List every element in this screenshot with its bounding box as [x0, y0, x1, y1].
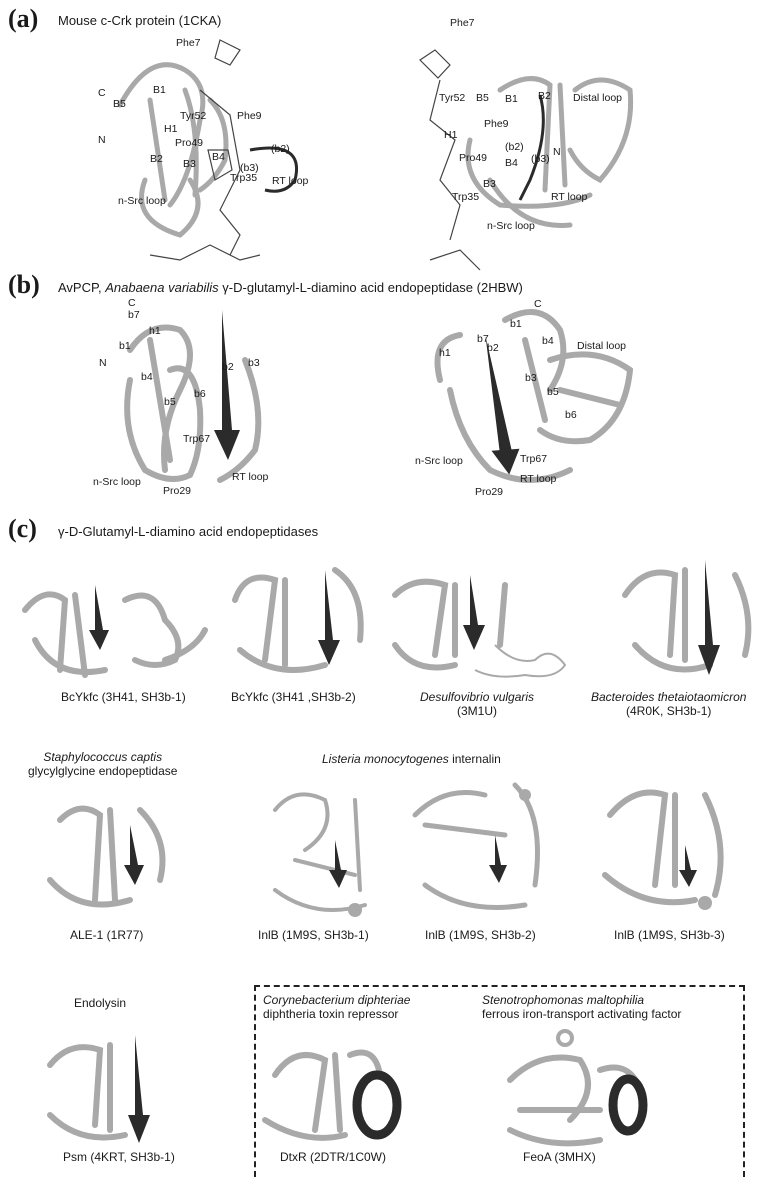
b-right-label-trp67: Trp67: [520, 453, 547, 465]
c-label-bcykfc-sh3b2: BcYkfc (3H41 ,SH3b-2): [231, 690, 356, 704]
a-left-label-trp35: Trp35: [230, 172, 257, 184]
b-left-label-rt-loop: RT loop: [232, 471, 268, 483]
c-structure-dtxr: [255, 1035, 415, 1145]
a-left-label-phe7: Phe7: [176, 37, 201, 49]
c-label-dtxr: DtxR (2DTR/1C0W): [280, 1150, 386, 1164]
b-left-label-nsrc-loop: n-Src loop: [93, 476, 141, 488]
b-left-label-trp67: Trp67: [183, 433, 210, 445]
c-heading-stenotrophomonas: Stenotrophomonas maltophiliaferrous iron…: [482, 993, 681, 1021]
b-right-label-b6: b6: [565, 409, 577, 421]
a-left-label-nsrc-loop: n-Src loop: [118, 195, 166, 207]
b-right-label-b2: b2: [487, 342, 499, 354]
a-left-label-b5: B5: [113, 98, 126, 110]
b-left-label-b3: b3: [248, 357, 260, 369]
panel-c-caption: γ-D-Glutamyl-L-diamino acid endopeptidas…: [58, 524, 318, 539]
b-right-label-b4: b4: [542, 335, 554, 347]
a-right-label-nsrc-loop: n-Src loop: [487, 220, 535, 232]
panel-a-caption: Mouse c-Crk protein (1CKA): [58, 13, 221, 28]
c-label-ale1: ALE-1 (1R77): [70, 928, 143, 942]
b-left-label-b1: b1: [119, 340, 131, 352]
a-right-label-rt-loop: RT loop: [551, 191, 587, 203]
c-structure-inlb-sh3b3: [595, 775, 735, 925]
c-label-desulfovibrio: Desulfovibrio vulgaris(3M1U): [420, 690, 534, 718]
c-label-bcykfc-sh3b1: BcYkfc (3H41, SH3b-1): [61, 690, 186, 704]
b-left-label-b7: b7: [128, 309, 140, 321]
c-structure-bacteroides: [615, 555, 765, 685]
b-left-label-b2: b2: [222, 361, 234, 373]
c-heading-endolysin: Endolysin: [74, 996, 126, 1010]
c-label-inlb-sh3b1: InlB (1M9S, SH3b-1): [258, 928, 369, 942]
c-structure-inlb-sh3b1: [265, 780, 395, 930]
b-right-label-rt-loop: RT loop: [520, 473, 556, 485]
b-right-label-nsrc-loop: n-Src loop: [415, 455, 463, 467]
a-right-label-pro49: Pro49: [459, 152, 487, 164]
b-left-label-c: C: [128, 297, 136, 309]
panel-b-letter: (b): [8, 270, 40, 300]
a-left-label-pro49: Pro49: [175, 137, 203, 149]
panel-a-right-structure: [400, 30, 640, 250]
c-structure-bcykfc-sh3b2: [225, 560, 375, 680]
c-structure-psm: [40, 1025, 190, 1145]
a-left-label-n: N: [98, 134, 106, 146]
panel-b-caption: AvPCP, Anabaena variabilis γ-D-glutamyl-…: [58, 280, 523, 295]
b-right-label-b1: b1: [510, 318, 522, 330]
c-label-feoa: FeoA (3MHX): [523, 1150, 596, 1164]
c-heading-corynebacterium: Corynebacterium diphteriaediphtheria tox…: [263, 993, 410, 1021]
a-left-label-rt-loop: RT loop: [272, 175, 308, 187]
a-right-label-h1: H1: [444, 129, 457, 141]
a-left-label-tyr52: Tyr52: [180, 110, 206, 122]
a-left-label-b1: B1: [153, 84, 166, 96]
c-heading-staphylococcus: Staphylococcus captisglycylglycine endop…: [28, 750, 177, 778]
b-right-label-h1: h1: [439, 347, 451, 359]
c-structure-ale1: [40, 790, 180, 920]
b-left-label-pro29: Pro29: [163, 485, 191, 497]
b-left-label-b5: b5: [164, 396, 176, 408]
a-right-label-distal-loop: Distal loop: [573, 92, 622, 104]
a-left-label-h1: H1: [164, 123, 177, 135]
a-right-label-phe7: Phe7: [450, 17, 475, 29]
a-right-label-trp35: Trp35: [452, 191, 479, 203]
a-left-label-phe9: Phe9: [237, 110, 262, 122]
b-right-label-b5: b5: [547, 386, 559, 398]
c-label-inlb-sh3b2: InlB (1M9S, SH3b-2): [425, 928, 536, 942]
c-label-bacteroides: Bacteroides thetaiotaomicron(4R0K, SH3b-…: [591, 690, 746, 718]
c-structure-inlb-sh3b2: [405, 775, 555, 925]
b-right-label-pro29: Pro29: [475, 486, 503, 498]
a-right-label-b3: B3: [483, 178, 496, 190]
a-left-label-c: C: [98, 87, 106, 99]
c-structure-feoa: [490, 1030, 670, 1150]
b-left-label-n: N: [99, 357, 107, 369]
c-structure-desulfovibrio: [375, 565, 575, 685]
c-structure-bcykfc-sh3b1: [15, 580, 215, 680]
a-right-label-b2-loop: (b2): [505, 141, 524, 153]
a-right-label-n: N: [553, 146, 561, 158]
a-right-label-b4: B4: [505, 157, 518, 169]
a-right-label-b1: B1: [505, 93, 518, 105]
b-right-label-c: C: [534, 298, 542, 310]
a-left-label-b2-loop: (b2): [271, 143, 290, 155]
a-right-label-tyr52: Tyr52: [439, 92, 465, 104]
c-label-inlb-sh3b3: InlB (1M9S, SH3b-3): [614, 928, 725, 942]
a-left-label-b3: B3: [183, 158, 196, 170]
b-right-label-b3: b3: [525, 372, 537, 384]
panel-a-letter: (a): [8, 4, 38, 34]
c-heading-listeria: Listeria monocytogenes internalin: [322, 752, 501, 766]
b-right-label-distal-loop: Distal loop: [577, 340, 626, 352]
b-left-label-b4: b4: [141, 371, 153, 383]
c-label-psm: Psm (4KRT, SH3b-1): [63, 1150, 175, 1164]
b-left-label-h1: h1: [149, 325, 161, 337]
panel-c-letter: (c): [8, 514, 37, 544]
a-right-label-phe9: Phe9: [484, 118, 509, 130]
a-right-label-b5: B5: [476, 92, 489, 104]
b-left-label-b6: b6: [194, 388, 206, 400]
a-left-label-b2: B2: [150, 153, 163, 165]
a-right-label-b2: B2: [538, 90, 551, 102]
a-right-label-b3-loop: (b3): [531, 153, 550, 165]
a-left-label-b4: B4: [212, 151, 225, 163]
